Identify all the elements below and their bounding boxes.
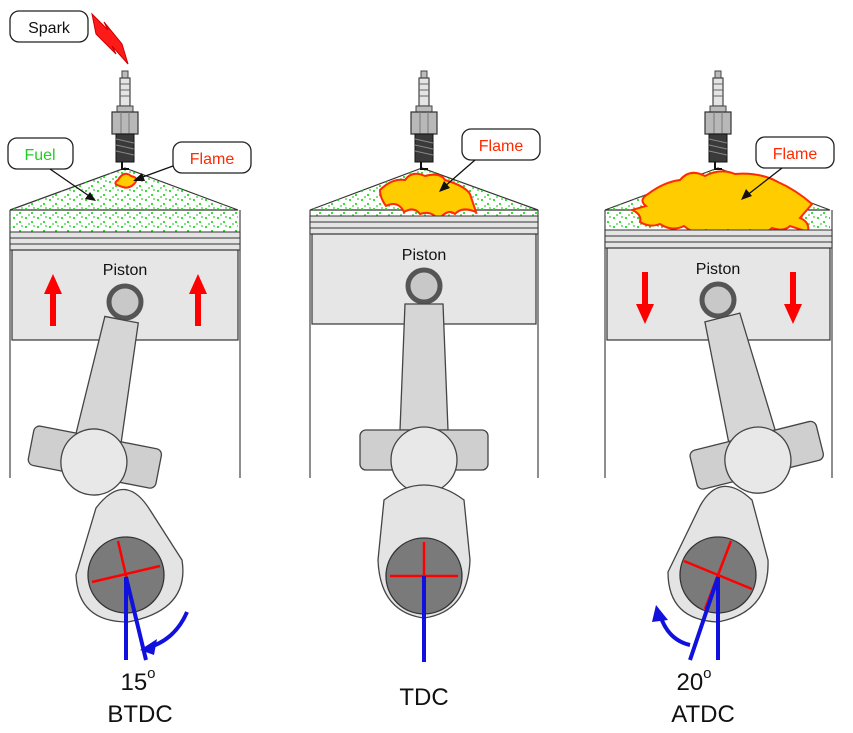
flame-front [628, 170, 814, 235]
piston-ring [604, 229, 833, 237]
piston-ring [309, 227, 539, 235]
cylinder-wall [604, 210, 833, 478]
piston-label: Piston [696, 261, 740, 278]
spark-plug [704, 70, 732, 170]
flame-front [378, 172, 478, 222]
stage-atdc: Piston 20o ATDC [604, 167, 833, 728]
stage-btdc: Piston 15o BTDC [9, 167, 241, 728]
svg-text:Fuel: Fuel [24, 147, 55, 164]
piston-ring [9, 231, 241, 239]
svg-text:Flame: Flame [190, 151, 235, 168]
flame-kernel [114, 172, 138, 189]
fuel-callout: Fuel [7, 137, 96, 201]
angle-label: 15o [120, 665, 155, 696]
crank-angle-line [124, 576, 148, 661]
piston-label: Piston [103, 262, 147, 279]
piston-ring [309, 221, 539, 229]
wrist-pin [699, 281, 737, 319]
spark-plug [410, 70, 438, 170]
flame-callout: Flame [741, 136, 835, 200]
flame-callout: Flame [439, 128, 541, 192]
piston-ring [9, 243, 241, 251]
svg-text:Flame: Flame [479, 138, 524, 155]
cylinder-wall [309, 210, 539, 478]
connecting-rod [359, 303, 489, 494]
timing-label: BTDC [107, 701, 172, 728]
connecting-rod [689, 312, 824, 494]
piston-ring [604, 241, 833, 249]
spark-plug [111, 70, 139, 170]
timing-label: ATDC [671, 701, 735, 728]
flame-callout: Flame [133, 141, 252, 181]
wrist-pin [106, 283, 144, 321]
timing-label: TDC [399, 684, 448, 711]
piston-ring [604, 235, 833, 243]
cylinder-wall [9, 210, 241, 478]
piston-ring [309, 215, 539, 223]
spark-bolt-icon [91, 12, 129, 65]
stage-tdc: Piston TDC [309, 167, 539, 711]
piston-ring [9, 237, 241, 245]
angle-label: 20o [676, 665, 711, 696]
connecting-rod [27, 315, 163, 496]
svg-text:Flame: Flame [773, 146, 818, 163]
piston-label: Piston [402, 247, 446, 264]
spark-callout: Spark [9, 10, 89, 43]
wrist-pin [405, 267, 443, 305]
svg-text:Spark: Spark [28, 20, 71, 37]
crank-angle-line [688, 576, 720, 661]
